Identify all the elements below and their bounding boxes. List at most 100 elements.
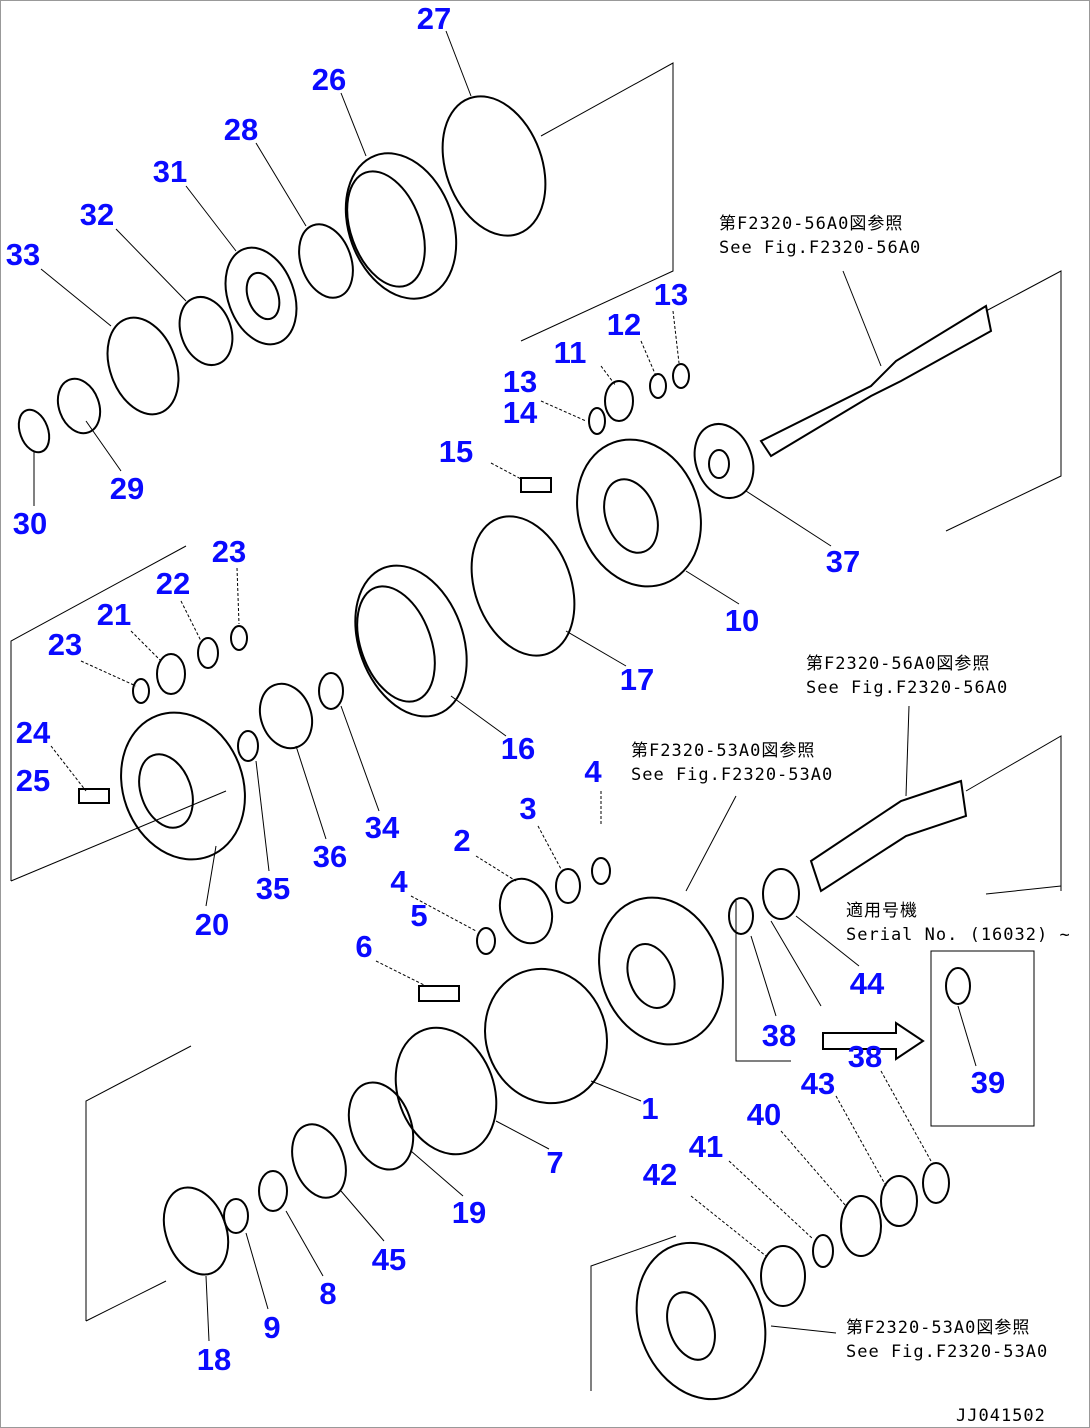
gear-43 xyxy=(880,1175,918,1227)
part-label: 40 xyxy=(747,1097,781,1132)
carrier-20 xyxy=(120,711,246,861)
ring-28 xyxy=(298,223,354,299)
leader-lines xyxy=(33,30,1062,1342)
part-labels: 27 26 28 31 32 33 29 30 13 12 11 13 14 1… xyxy=(6,1,1005,1377)
part-label: 36 xyxy=(313,839,347,874)
part-label: 5 xyxy=(410,898,427,933)
part-label: 45 xyxy=(372,1242,406,1277)
part-label: 9 xyxy=(263,1310,280,1345)
bearing-12 xyxy=(649,373,667,399)
part-label: 16 xyxy=(501,731,535,766)
ref2-en: See Fig.F2320-56A0 xyxy=(806,678,1008,698)
ring-7 xyxy=(394,1026,498,1156)
bearing-3 xyxy=(555,868,581,904)
arrow-icon xyxy=(822,1021,925,1061)
shaft-lower xyxy=(809,779,968,893)
shaft-24 xyxy=(78,788,110,804)
part-label: 11 xyxy=(554,335,587,370)
snap-ring-34 xyxy=(318,672,344,710)
washer-23b xyxy=(132,678,150,704)
part-label: 23 xyxy=(212,534,246,569)
part-label: 15 xyxy=(439,434,473,469)
washer-23 xyxy=(230,625,248,651)
ring-gear-26 xyxy=(344,152,458,300)
washer-13b xyxy=(588,407,606,435)
part-label: 41 xyxy=(689,1129,723,1164)
hub-bottom xyxy=(635,1241,767,1401)
part-label: 38 xyxy=(848,1039,882,1074)
part-label: 27 xyxy=(417,1,451,36)
part-label: 29 xyxy=(110,471,144,506)
ring-gear-hub xyxy=(598,896,724,1046)
ref1-en: See Fig.F2320-56A0 xyxy=(719,238,921,258)
part-label: 44 xyxy=(850,966,885,1001)
serial-box xyxy=(930,950,1035,1127)
washer-13 xyxy=(672,363,690,389)
part-label: 31 xyxy=(153,154,187,189)
snap-ring-39 xyxy=(945,967,971,1005)
washer-4b xyxy=(476,927,496,955)
ref3-jp: 第F2320-53A0図参照 xyxy=(631,741,815,761)
part-label: 17 xyxy=(620,662,654,697)
part-label: 4 xyxy=(390,864,408,899)
reference-notes: 第F2320-56A0図参照 See Fig.F2320-56A0 第F2320… xyxy=(631,214,1071,1426)
part-label: 26 xyxy=(312,62,346,97)
gear-44 xyxy=(762,868,800,920)
part-label: 14 xyxy=(503,395,538,430)
shaft-upper xyxy=(759,304,993,458)
ref1-jp: 第F2320-56A0図参照 xyxy=(719,214,903,234)
gear-11 xyxy=(604,380,634,422)
bearing-31 xyxy=(224,246,298,346)
part-label: 2 xyxy=(453,823,470,858)
part-label: 12 xyxy=(607,307,641,342)
snap-ring-30 xyxy=(17,408,51,454)
gear-36 xyxy=(258,682,314,750)
part-label: 7 xyxy=(546,1145,563,1180)
gear-29 xyxy=(56,377,102,435)
ref4-en: See Fig.F2320-53A0 xyxy=(846,1342,1048,1362)
gear-21 xyxy=(156,653,186,695)
part-label: 30 xyxy=(13,506,47,541)
part-label: 33 xyxy=(6,237,40,272)
ref2-jp: 第F2320-56A0図参照 xyxy=(806,654,990,674)
gear-37 xyxy=(693,423,755,499)
snap-ring-45 xyxy=(291,1123,347,1199)
bearing-22 xyxy=(197,637,219,669)
part-label: 35 xyxy=(256,871,290,906)
bearing-40 xyxy=(840,1195,882,1257)
snap-ring-41 xyxy=(812,1234,834,1268)
part-label: 24 xyxy=(16,715,51,750)
part-label: 1 xyxy=(641,1091,658,1126)
part-label: 39 xyxy=(971,1065,1005,1100)
snap-ring-38 xyxy=(728,897,754,935)
snap-ring-38b xyxy=(922,1162,950,1204)
washer-35 xyxy=(237,730,259,762)
part-label: 23 xyxy=(48,627,82,662)
carrier-10 xyxy=(576,438,702,588)
part-label: 34 xyxy=(365,810,400,845)
serial-jp: 適用号機 xyxy=(846,901,918,921)
parts xyxy=(17,95,993,1401)
ring-19 xyxy=(347,1081,415,1171)
gear-2 xyxy=(498,877,554,945)
part-label: 28 xyxy=(224,112,258,147)
snap-ring-9 xyxy=(223,1198,249,1234)
ring-18 xyxy=(162,1186,230,1276)
ring-17 xyxy=(470,515,576,657)
washer-4 xyxy=(591,857,611,885)
part-label: 10 xyxy=(725,603,759,638)
part-label: 43 xyxy=(801,1066,835,1101)
serial-en: Serial No. (16032) ~ xyxy=(846,925,1071,945)
shaft-6 xyxy=(418,985,460,1002)
part-label: 19 xyxy=(452,1195,486,1230)
part-label: 32 xyxy=(80,197,114,232)
part-label: 37 xyxy=(826,544,860,579)
snap-ring-33 xyxy=(106,316,180,416)
ref3-en: See Fig.F2320-53A0 xyxy=(631,765,833,785)
ring-gear-16 xyxy=(354,564,468,718)
carrier-1 xyxy=(484,967,608,1105)
part-label: 8 xyxy=(319,1276,336,1311)
part-label: 20 xyxy=(195,907,229,942)
shaft-14 xyxy=(520,477,552,493)
